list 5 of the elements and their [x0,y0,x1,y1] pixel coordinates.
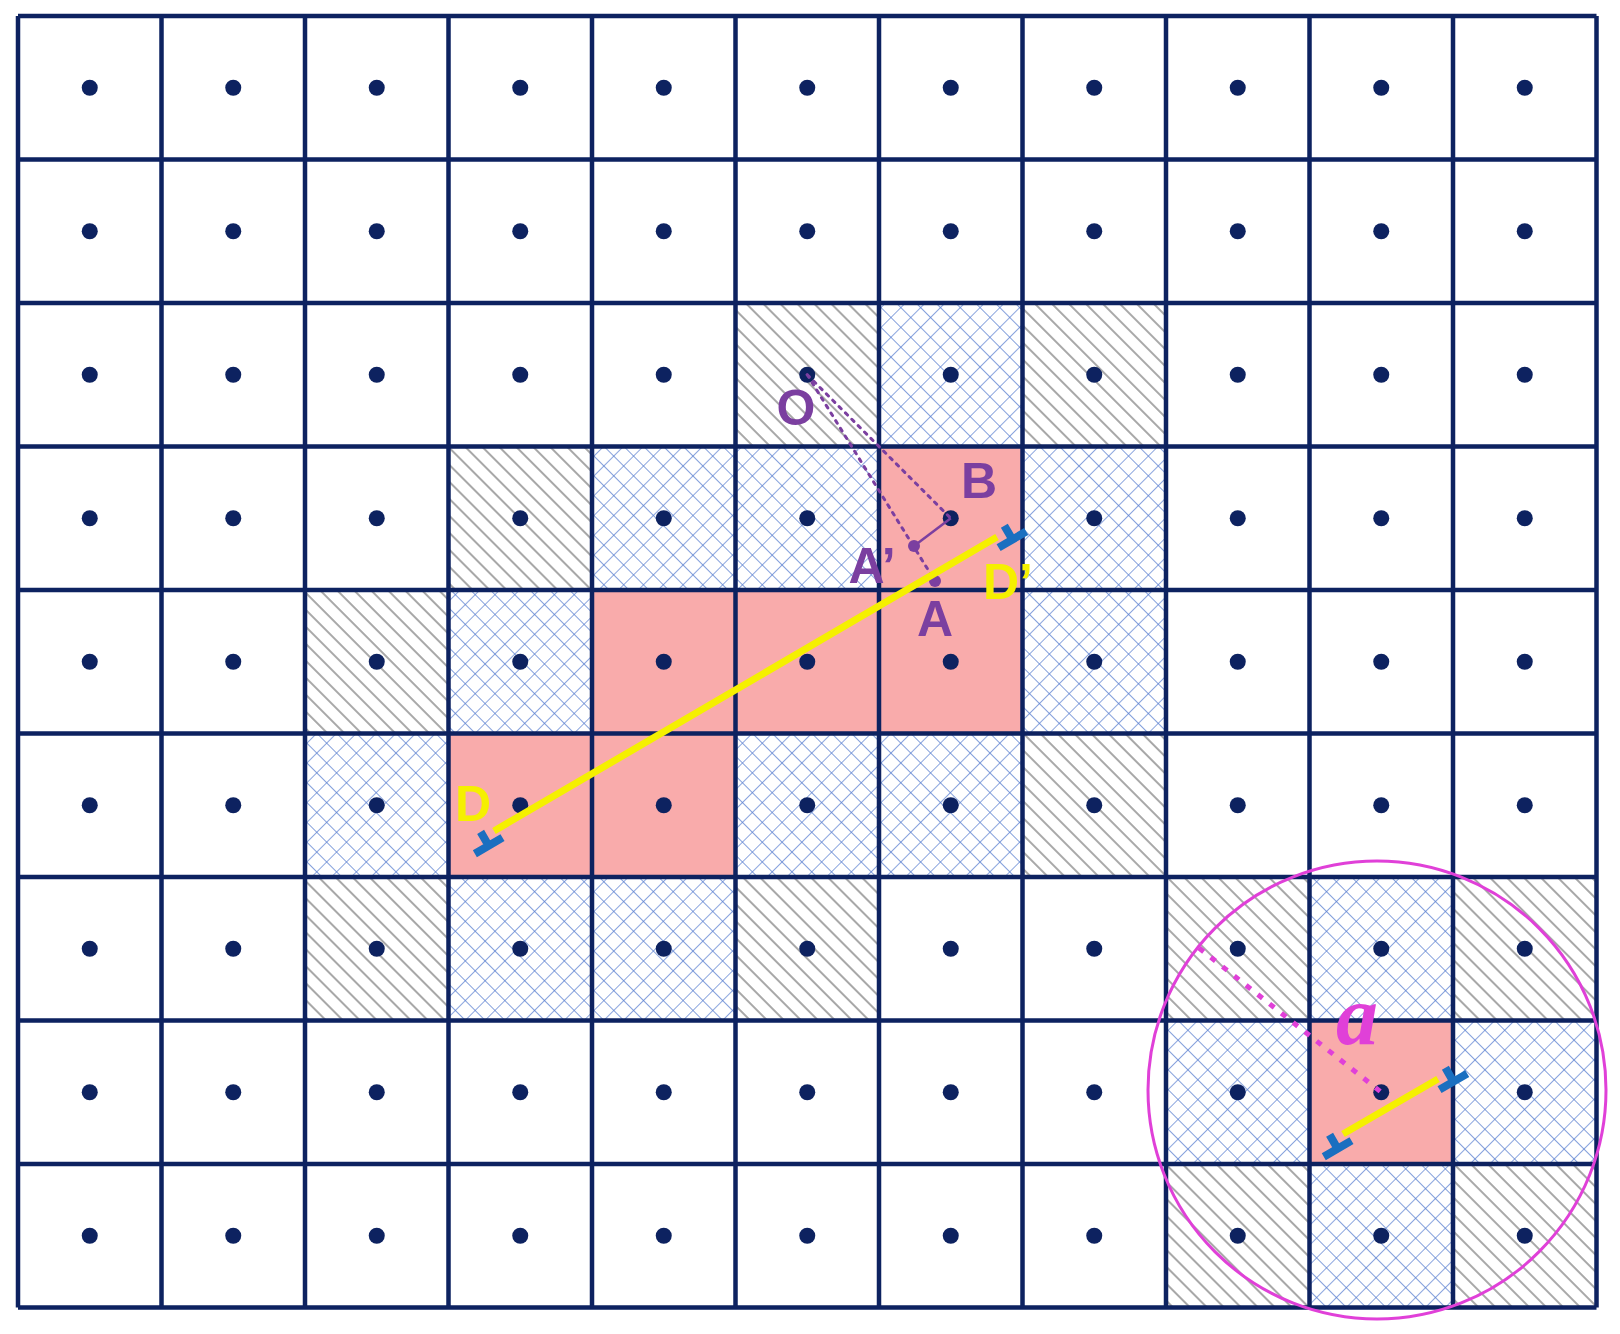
point-label: B [960,456,998,506]
point-label: D [454,779,492,829]
point-label: O [776,383,816,433]
point-label: A [916,594,954,644]
symbol-label: a [1336,974,1378,1058]
